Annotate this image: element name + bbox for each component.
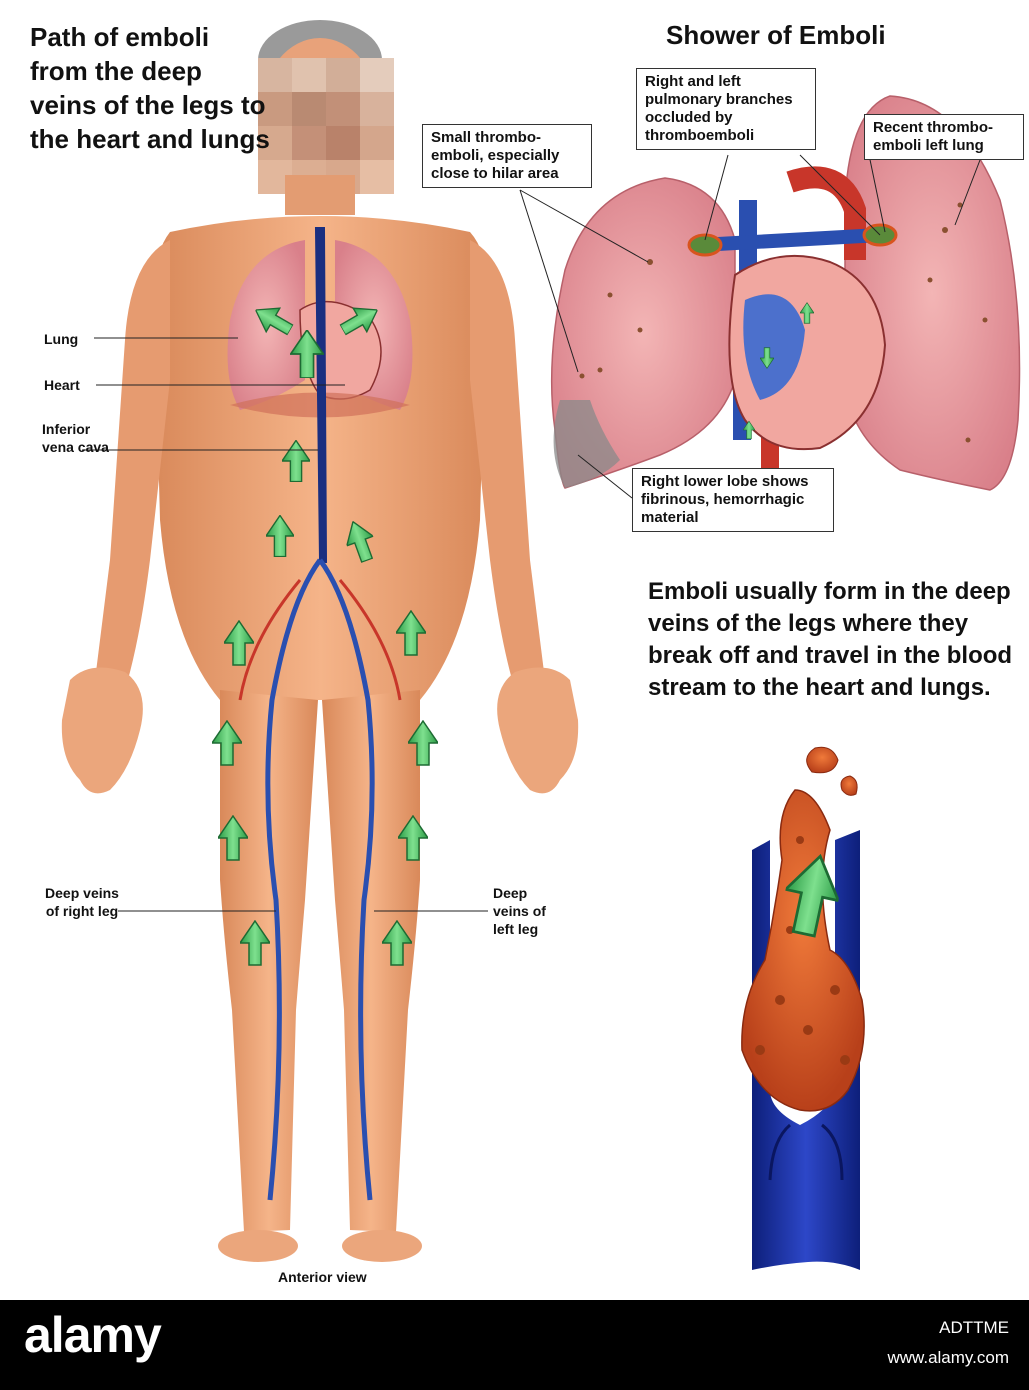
left-hand [497, 667, 579, 794]
vein-wall [752, 830, 860, 1270]
summary-text: Emboli usually form in the deep veins of… [648, 578, 1013, 701]
label-left-leg: Deep veins of left leg [493, 885, 546, 937]
watermark-url: www.alamy.com [887, 1348, 1009, 1367]
lungs-heart-illustration [519, 95, 1021, 499]
watermark-logo: alamy [24, 1307, 162, 1363]
right-foot [218, 1230, 298, 1262]
label-anterior-view: Anterior view [278, 1269, 367, 1285]
right-hand [61, 667, 143, 794]
shower-title: Shower of Emboli [666, 20, 886, 50]
human-figure [61, 20, 579, 1262]
left-arm [470, 240, 545, 690]
clot-mass [741, 789, 865, 1112]
label-ivc: Inferior vena cava [42, 421, 109, 455]
right-leg [220, 690, 318, 1232]
illustration-art [61, 20, 1021, 1270]
callout-recent-emboli: Recent thrombo-emboli left lung [864, 114, 1024, 160]
callout-small-emboli: Small thrombo-emboli, especially close t… [422, 124, 592, 188]
main-title: Path of emboli from the deep veins of th… [30, 22, 270, 154]
callout-lower-lobe: Right lower lobe shows fibrinous, hemorr… [632, 468, 834, 532]
left-foot [342, 1230, 422, 1262]
right-arm [95, 240, 170, 690]
vein-clot-illustration [741, 746, 865, 1270]
label-heart: Heart [44, 377, 80, 393]
left-leg [322, 690, 420, 1232]
pixelated-face [258, 58, 394, 194]
watermark-id: ADTTME [939, 1318, 1009, 1337]
watermark-footer [0, 1300, 1029, 1390]
label-right-leg: Deep veins of right leg [45, 885, 119, 919]
callout-pulmonary: Right and left pulmonary branches occlud… [636, 68, 816, 150]
label-lung: Lung [44, 331, 79, 347]
